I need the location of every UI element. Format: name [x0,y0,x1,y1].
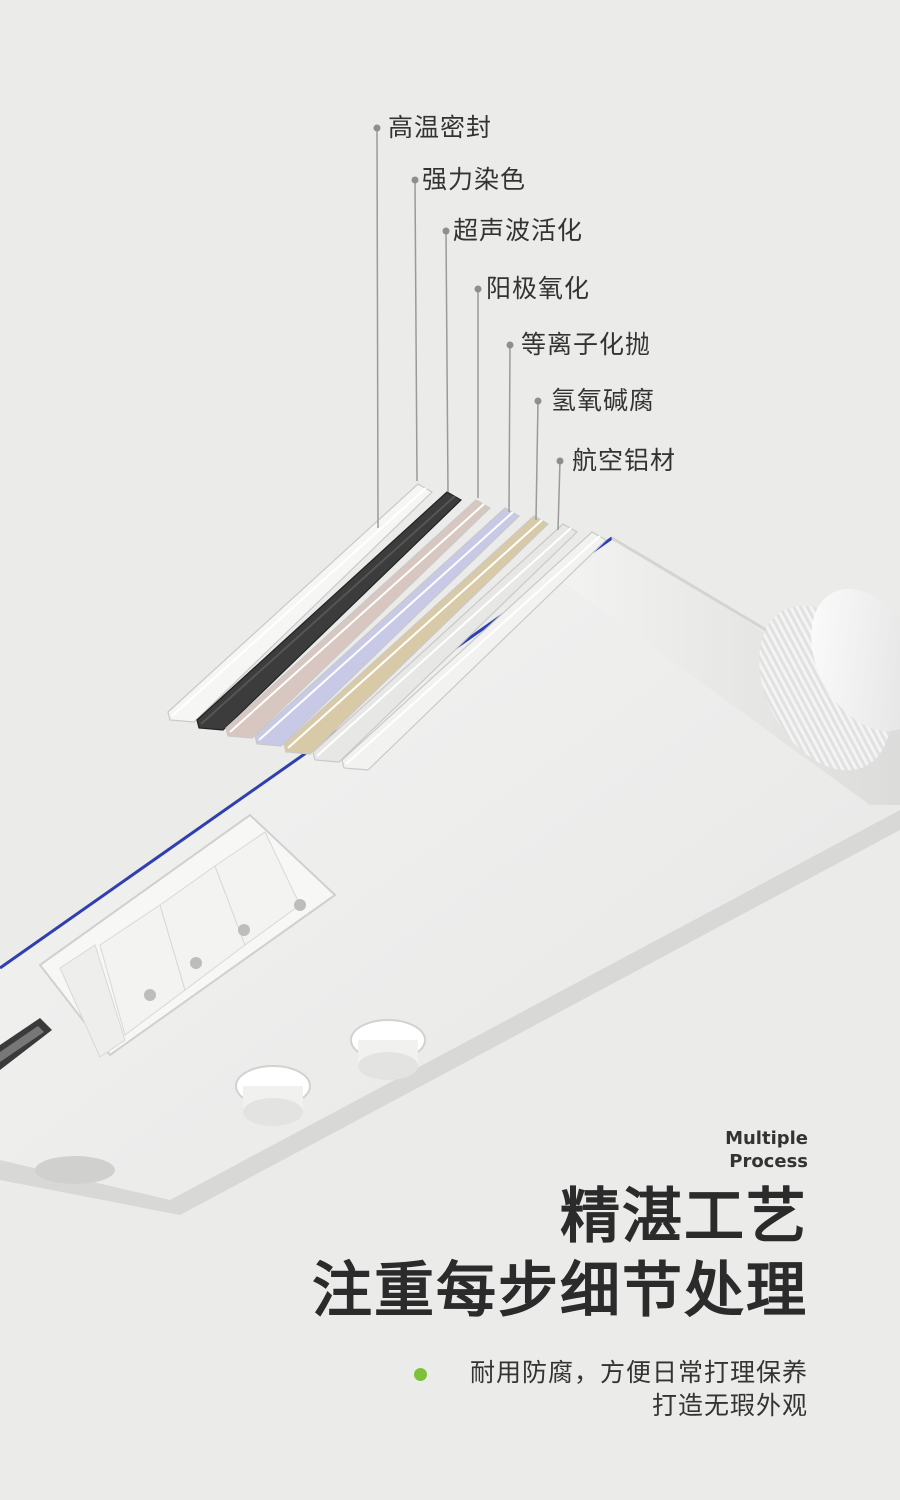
control-panel [38,813,337,1058]
description-line2: 打造无瑕外观 [651,1391,808,1420]
layer-strip-4 [283,515,549,755]
headline-line1: 精湛工艺 [560,1182,808,1252]
usb-port [0,1018,52,1070]
layer-strip-5 [312,523,578,763]
callout-label-plasma-polish: 等离子化抛 [521,330,652,359]
layer-edge-5 [316,527,572,757]
leader-line-0 [376,127,379,529]
dimmer-knob [759,588,900,771]
layer-edge-6 [345,535,601,765]
description: 耐用防腐，方便日常打理保养 打造无瑕外观 [470,1356,808,1422]
english-subtitle-line1: Multiple [725,1128,808,1149]
layer-strip-3 [254,507,520,747]
leader-dot-2 [442,227,450,235]
leader-dot-3 [474,285,482,293]
cable-notch [35,1156,115,1184]
leader-dot-1 [411,176,419,184]
leader-dot-0 [373,124,381,132]
headline: 精湛工艺 注重每步细节处理 [312,1180,808,1328]
layer-edge-3 [258,511,514,741]
exploded-layers [167,483,607,771]
leader-line-6 [557,460,561,531]
english-subtitle-line2: Process [729,1151,808,1172]
callout-label-ultrasonic: 超声波活化 [453,216,584,245]
layer-strip-0 [167,483,433,723]
callout-label-sealing: 高温密封 [388,113,493,142]
description-line1: 耐用防腐，方便日常打理保养 [469,1358,808,1387]
bullet-dot [414,1368,427,1381]
leader-line-1 [414,179,418,482]
leader-dot-4 [506,341,514,349]
leader-line-5 [535,400,539,521]
layer-edge-2 [229,503,485,733]
layer-edge-4 [287,519,543,749]
layer-edge-0 [171,487,427,717]
leader-dot-5 [534,397,542,405]
callout-label-aluminum: 航空铝材 [572,446,677,475]
mount-studs [235,1019,426,1126]
layer-strip-1 [196,491,462,731]
leader-dot-6 [556,457,564,465]
callout-leaders [373,124,564,531]
leader-line-4 [508,344,511,513]
callout-label-anodizing: 阳极氧化 [486,274,591,303]
callout-label-alkali-etch: 氢氧碱腐 [551,386,656,415]
layer-edge-1 [200,495,456,725]
layer-strip-6 [341,531,607,771]
leader-line-2 [445,230,449,493]
layer-strip-2 [225,499,491,739]
english-subtitle: Multiple Process [725,1127,808,1173]
callout-label-dyeing: 强力染色 [422,165,527,194]
headline-line2: 注重每步细节处理 [312,1256,808,1326]
